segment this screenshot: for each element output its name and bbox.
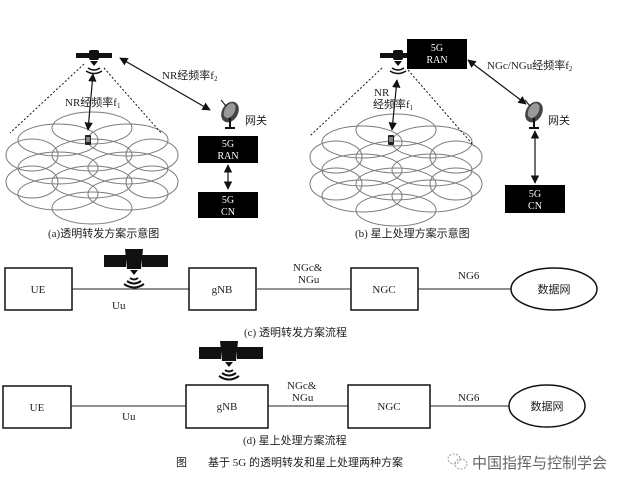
ran-box-b-line1: 5G <box>431 43 443 54</box>
link-ngc-c-label: NGc& <box>293 262 323 274</box>
node-data-network-d-label: 数据网 <box>531 399 564 413</box>
feeder-arrow-b <box>467 59 527 105</box>
feeder-arrow-a <box>119 57 211 111</box>
ran-box-b-line2: RAN <box>426 55 447 66</box>
link-uu-c-label: Uu <box>112 300 126 312</box>
figure-caption-text: 基于 5G 的透明转发和星上处理两种方案 <box>208 455 403 469</box>
caption-a: (a)透明转发方案示意图 <box>48 226 159 240</box>
cn-box-a-line1: 5G <box>222 195 234 206</box>
figure-caption-prefix: 图 <box>176 456 187 469</box>
watermark-text: 中国指挥与控制学会 <box>472 454 607 472</box>
cell-grid-b <box>309 113 483 227</box>
phone-icon-b <box>388 135 394 145</box>
uplink-label-b-line1: NR <box>374 87 390 99</box>
uplink-arrow-b <box>388 79 401 131</box>
node-ue-d <box>2 385 72 429</box>
node-gnb-c <box>188 267 257 311</box>
satellite-icon-d <box>198 340 264 381</box>
panel-b: 5G RAN NR 经频率f1 NGc/NGu经频率f2 网关 5G CN (b… <box>309 39 573 240</box>
uplink-label-b-line2: 经频率f1 <box>373 97 414 112</box>
ran-box-a-line2: RAN <box>217 151 238 162</box>
link-ngu-d-label: NGu <box>292 392 314 404</box>
wechat-logo-icon <box>447 453 468 470</box>
uplink-label-a: NR经频率f1 <box>65 95 121 110</box>
caption-d: (d) 星上处理方案流程 <box>243 433 347 447</box>
feeder-label-a: NR经频率f2 <box>162 68 218 83</box>
coverage-edge-right-a <box>103 67 163 135</box>
ran-box-b <box>407 39 467 69</box>
caption-c: (c) 透明转发方案流程 <box>244 325 347 339</box>
link-ng6-c-label: NG6 <box>458 270 480 282</box>
uplink-arrow-a <box>84 73 97 131</box>
cn-box-b-line1: 5G <box>529 189 541 200</box>
satellite-icon-a <box>75 49 113 75</box>
node-data-network-d <box>508 384 586 428</box>
coverage-edge-left-a <box>9 63 85 134</box>
coverage-edge-right-b <box>407 69 475 147</box>
node-ue-c <box>4 267 73 311</box>
cn-box-b <box>505 185 565 213</box>
cn-box-a-line2: CN <box>221 207 235 218</box>
phone-icon-a <box>85 135 91 145</box>
panel-c: UE Uu gNB NGc& NGu NGC NG6 数据网 (c) 透明转发方… <box>4 248 598 339</box>
gateway-label-b: 网关 <box>548 113 570 127</box>
cn-box-b-line2: CN <box>528 201 542 212</box>
feeder-label-b: NGc/NGu经频率f2 <box>487 58 573 73</box>
link-ng6-d-label: NG6 <box>458 392 480 404</box>
node-ue-d-label: UE <box>30 402 45 414</box>
link-uu-d-label: Uu <box>122 411 136 423</box>
satellite-icon-c <box>103 248 169 289</box>
node-data-network-c-label: 数据网 <box>538 282 571 296</box>
link-ngc-d-label: NGc& <box>287 380 317 392</box>
gateway-dish-icon-a <box>216 97 244 129</box>
ran-box-a <box>198 136 258 163</box>
node-ngc-d-label: NGC <box>377 401 400 413</box>
cn-box-a <box>198 192 258 218</box>
gateway-label-a: 网关 <box>245 113 267 127</box>
panel-a: NR经频率f1 NR经频率f2 网关 5G RAN 5G CN (a)透明转发方… <box>5 49 267 240</box>
ran-box-a-line1: 5G <box>222 139 234 150</box>
node-gnb-d-label: gNB <box>217 401 238 413</box>
node-ue-c-label: UE <box>31 284 46 296</box>
cell-grid-a <box>5 111 179 225</box>
link-ngu-c-label: NGu <box>298 274 320 286</box>
node-gnb-c-label: gNB <box>212 284 233 296</box>
node-data-network-c <box>510 267 598 311</box>
caption-b: (b) 星上处理方案示意图 <box>355 226 470 240</box>
coverage-edge-left-b <box>309 67 383 137</box>
panel-d: UE Uu gNB NGc& NGu NGC NG6 数据网 (d) 星上处理方… <box>2 340 586 447</box>
node-ngc-c <box>350 267 419 311</box>
node-ngc-c-label: NGC <box>372 284 395 296</box>
